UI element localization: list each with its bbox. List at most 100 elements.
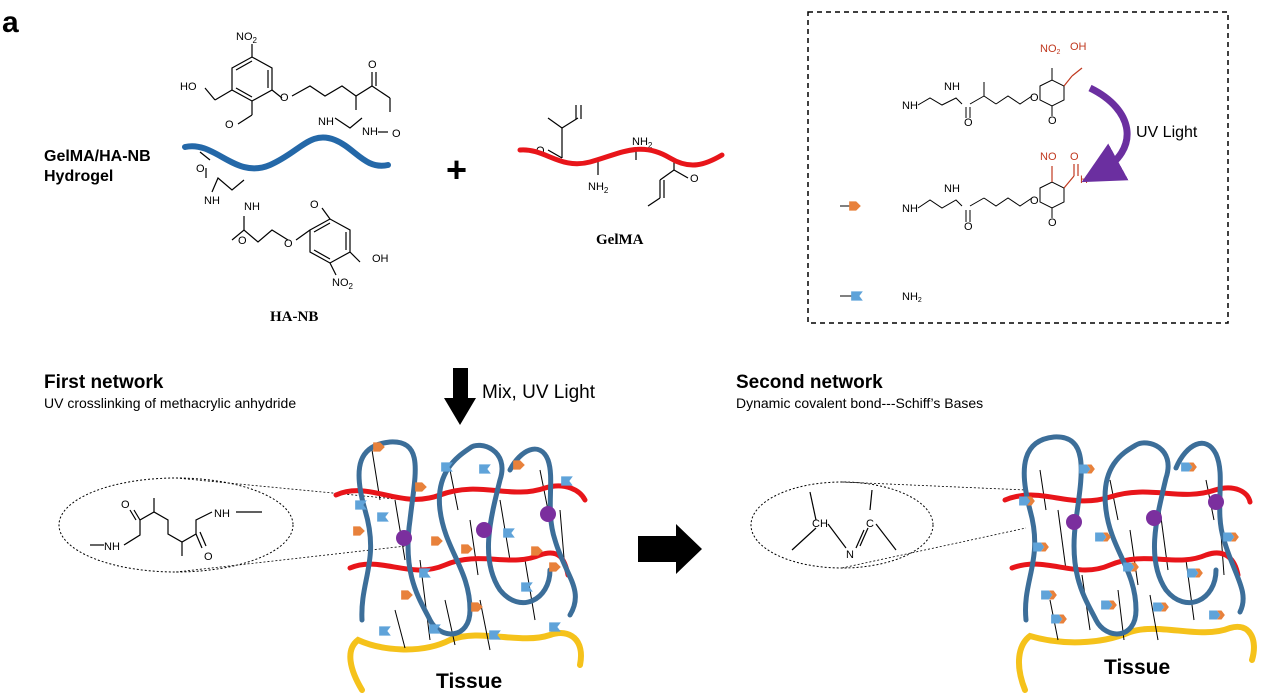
legend-aldehyde-o: O <box>1070 151 1079 163</box>
aldehyde-marker <box>461 544 473 554</box>
ha-nb-o-top-2: O <box>392 128 401 140</box>
tissue-right-surface <box>1016 623 1257 693</box>
legend-o-bottom-ether: O <box>1030 195 1039 207</box>
panel-letter: a <box>2 6 19 39</box>
ha-nb-nh-bottom-2: NH <box>244 201 260 213</box>
ha-nb-o-bottom-2: O <box>196 163 205 175</box>
ha-nb-o-ring-top: O <box>280 92 289 104</box>
schiff-base-marker <box>1187 568 1203 578</box>
legend-no2-top: NO2 <box>1040 43 1061 56</box>
aldehyde-marker <box>353 526 365 536</box>
second-network-illustration <box>1002 434 1257 693</box>
amine-marker <box>377 512 389 522</box>
legend-aldehyde-h: H <box>1080 174 1088 186</box>
ha-nb-no2-bottom: NO2 <box>332 277 354 291</box>
gelma-nh2-bottom: NH2 <box>588 181 609 195</box>
aldehyde-marker <box>549 562 561 572</box>
schiff-base-marker <box>1041 590 1057 600</box>
ha-nb-label: HA-NB <box>270 309 318 325</box>
ha-nb-carbonyl-o-bottom: O <box>238 235 247 247</box>
schiff-base-marker <box>1223 532 1239 542</box>
aldehyde-marker <box>415 482 427 492</box>
gelma-structure: O NH2 NH2 O <box>517 105 725 207</box>
schiff-base-marker <box>1209 610 1225 620</box>
crosslink-dot <box>1066 514 1082 530</box>
crosslink-dot <box>396 530 412 546</box>
amine-marker <box>561 476 573 486</box>
gelma-nh2-top: NH2 <box>632 136 653 150</box>
gelma-o-right: O <box>690 173 699 185</box>
legend-nh-top-2: NH <box>944 81 960 93</box>
tissue-left-surface <box>347 630 584 693</box>
inset2-c: C <box>866 518 874 530</box>
legend-o-bottom-methoxy: O <box>1048 217 1057 229</box>
tissue-right-label: Tissue <box>1104 656 1170 679</box>
plus-sign: + <box>446 149 467 190</box>
inset1-o-top: O <box>121 499 130 511</box>
schiff-base-marker <box>1153 602 1169 612</box>
ha-chain-left-2 <box>507 446 578 618</box>
legend-nh-bottom-2: NH <box>944 183 960 195</box>
first-network-subtitle: UV crosslinking of methacrylic anhydride <box>44 395 296 411</box>
gelma-chain-upper-left <box>333 483 588 503</box>
legend-nh-top-1: NH <box>902 100 918 112</box>
schiff-base-marker <box>1033 542 1049 552</box>
aldehyde-marker <box>431 536 443 546</box>
schiff-base-marker <box>1051 614 1067 624</box>
ha-nb-structure: NO2 HO O O O NH NH O O O O OH NO2 NH NH … <box>180 31 401 291</box>
ha-nb-ho-top: HO <box>180 81 197 93</box>
gelma-label: GelMA <box>596 232 644 248</box>
crosslink-dot <box>476 522 492 538</box>
ha-nb-nh-top-1: NH <box>318 116 334 128</box>
ha-nb-no2-top: NO2 <box>236 31 258 45</box>
inset1-o-bottom: O <box>204 551 213 563</box>
inset2-n: N <box>846 549 854 561</box>
inset-schiff-base: CH C N <box>750 481 1027 569</box>
gelma-chain-upper-right <box>1002 485 1253 505</box>
ha-nb-oh-bottom: OH <box>372 253 389 265</box>
transition-arrow <box>638 524 702 574</box>
ha-chain-left-1 <box>356 439 553 637</box>
schiff-base-marker <box>1181 462 1197 472</box>
hydrogel-label-line1: GelMA/HA-NB <box>44 148 151 165</box>
schiff-base-marker <box>1101 600 1117 610</box>
ha-chain-right-1 <box>1021 434 1219 637</box>
inset1-nh-left: NH <box>104 541 120 553</box>
uv-conversion-arrow <box>1081 84 1131 183</box>
amine-marker <box>379 626 391 636</box>
tissue-left-label: Tissue <box>436 670 502 693</box>
amine-marker <box>521 582 533 592</box>
amine-marker <box>549 622 561 632</box>
aldehyde-marker <box>401 590 413 600</box>
crosslink-dot <box>540 506 556 522</box>
legend-no-bottom: NO <box>1040 151 1057 163</box>
legend-o-top-carbonyl: O <box>964 117 973 129</box>
second-network-title: Second network <box>736 372 883 393</box>
legend-oh-top: OH <box>1070 41 1087 53</box>
schiff-base-marker <box>1095 532 1111 542</box>
amine-marker <box>479 464 491 474</box>
legend-box: NH NH O O O NO2 OH NH NH O O O NO O H UV… <box>807 11 1229 324</box>
gelma-chain-lower-left <box>347 550 571 578</box>
gelma-chain-lower-right <box>1009 550 1241 578</box>
gelma-backbone-chain <box>517 146 725 168</box>
inset2-ch: CH <box>812 518 828 530</box>
legend-nh2-label: NH2 <box>902 291 922 304</box>
ha-nb-o-ring-bottom: O <box>284 238 293 250</box>
inset1-nh-right: NH <box>214 508 230 520</box>
ha-backbone-chain <box>182 134 391 172</box>
legend-o-bottom-carbonyl: O <box>964 221 973 233</box>
aldehyde-legend-marker <box>849 201 861 211</box>
inset-methacrylate-crosslink: NH NH O O <box>58 477 407 573</box>
legend-o-top-ether: O <box>1030 92 1039 104</box>
amine-legend-marker <box>851 291 863 301</box>
amine-marker <box>419 568 431 578</box>
mix-uv-label: Mix, UV Light <box>482 382 596 403</box>
schiff-base-marker <box>1019 496 1035 506</box>
legend-uv-light: UV Light <box>1136 124 1198 141</box>
ha-nb-nh-bottom-1: NH <box>204 195 220 207</box>
ha-nb-methoxy-bottom: O <box>310 199 319 211</box>
ha-nb-methoxy-top: O <box>225 119 234 131</box>
amine-marker <box>503 528 515 538</box>
